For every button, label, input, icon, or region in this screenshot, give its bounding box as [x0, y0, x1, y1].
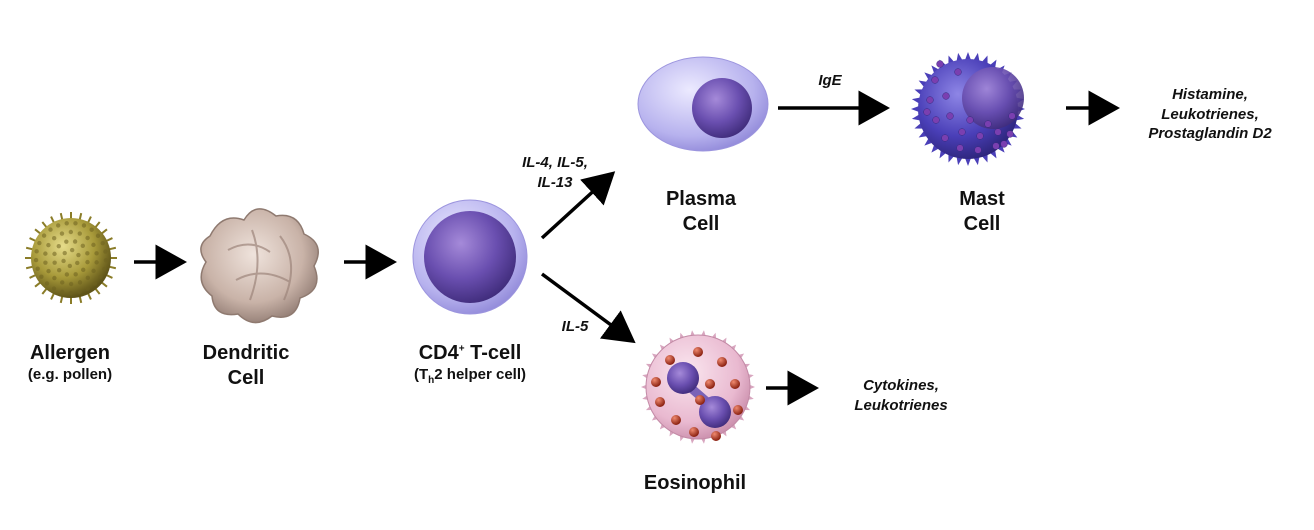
arrow-tcell-to-eosinophil	[540, 272, 636, 344]
t-cell-sublabel: (Th2 helper cell)	[414, 366, 526, 386]
cytokines-to-eosinophil-label: IL-5	[561, 318, 589, 335]
t-cell-label: CD4+ T-cell (Th2 helper cell)	[380, 341, 560, 388]
plasma-cell-icon	[637, 56, 769, 152]
pollen-icon	[25, 212, 117, 304]
mast-output-item: Prostaglandin D2	[1148, 125, 1272, 142]
mast-output-item: Histamine,	[1172, 86, 1248, 103]
arrow-tcell-to-plasma	[540, 171, 616, 240]
mast-output-item: Leukotrienes,	[1161, 105, 1259, 123]
eosinophil-label: Eosinophil	[643, 472, 747, 494]
mast-output-list: Histamine, Leukotrienes, Prostaglandin D…	[1120, 85, 1300, 144]
cytokines-to-plasma-label: IL-4, IL-5, IL-13	[522, 154, 588, 191]
mast-cell-label: Mast Cell	[959, 188, 1005, 235]
allergen-label: Allergen (e.g. pollen)	[10, 341, 130, 385]
eosinophil-icon	[641, 330, 755, 444]
plasma-cell-label: Plasma Cell	[665, 188, 737, 235]
dendritic-cell-icon	[200, 208, 319, 324]
eosinophil-output-item: Cytokines,	[863, 377, 939, 394]
ige-label: IgE	[818, 72, 842, 89]
allergen-sublabel: (e.g. pollen)	[27, 366, 113, 383]
eosinophil-output-list: Cytokines, Leukotrienes	[826, 376, 976, 415]
t-cell-name: CD4+ T-cell	[418, 342, 522, 364]
mast-cell-icon	[911, 52, 1025, 166]
dendritic-cell-label: Dendritic Cell	[202, 342, 290, 389]
t-cell-icon	[412, 199, 528, 315]
eosinophil-output-item: Leukotrienes	[854, 396, 948, 414]
